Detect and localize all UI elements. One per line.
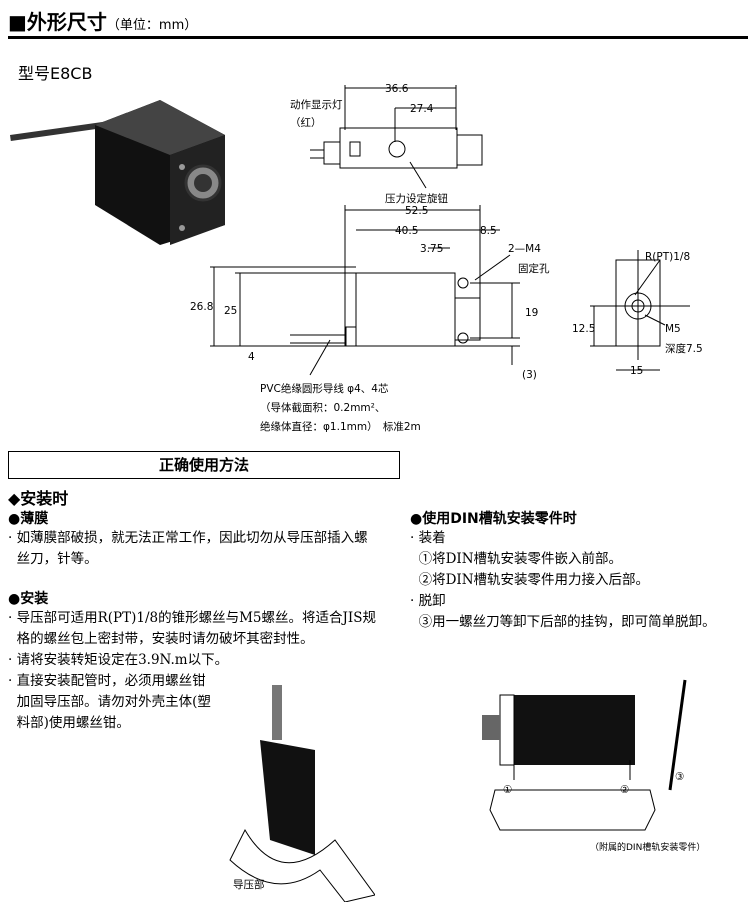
- dim-26-8: 26.8: [190, 301, 213, 313]
- dim-19: 19: [525, 307, 538, 319]
- cable-spec-1: PVC绝缘圆形导线 φ4、4芯: [260, 382, 388, 395]
- usage-heading-box: 正确使用方法: [8, 451, 400, 479]
- dim-12-5: 12.5: [572, 323, 595, 335]
- step-3-mark: ③: [675, 771, 684, 783]
- section-title: ■外形尺寸（单位：mm）: [8, 6, 197, 35]
- text-line: · 如薄膜部破损，就无法正常工作，因此切勿从导压部插入螺: [8, 530, 368, 546]
- step-2-mark: ②: [620, 784, 629, 796]
- install-heading: ◆安装时: [8, 489, 69, 508]
- text-line: · 导压部可适用R(PT)1/8的锥形螺丝与M5螺丝。将适合JIS规: [8, 610, 376, 626]
- mounting-text: · 导压部可适用R(PT)1/8的锥形螺丝与M5螺丝。将适合JIS规 格的螺丝包…: [8, 608, 403, 734]
- text-line: · 直接安装配管时，必须用螺丝钳: [8, 673, 206, 689]
- text-line: 格的螺丝包上密封带，安装时请勿破坏其密封性。: [8, 631, 314, 647]
- dim-25: 25: [224, 305, 237, 317]
- product-photo: [10, 100, 225, 245]
- dim-4: 4: [248, 351, 255, 363]
- port-label: R(PT)1/8: [645, 251, 690, 263]
- indicator-color: （红）: [290, 116, 322, 129]
- unit-text: （单位：mm）: [106, 18, 198, 33]
- din-rail-figure: ① ② ③ （附属的DIN槽轨安装零件）: [482, 679, 705, 853]
- text-line: · 装着: [410, 530, 446, 546]
- dim-40-5: 40.5: [395, 225, 418, 237]
- dim-8-5: 8.5: [480, 225, 497, 237]
- dimension-drawing: 动作显示灯 （红） 36.6 27.4 压力设定旋钮 52.5 40.5 8.5…: [190, 83, 703, 433]
- din-text: · 装着 ①将DIN槽轨安装零件嵌入前部。 ②将DIN槽轨安装零件用力接入后部。…: [410, 528, 750, 633]
- din-heading: ●使用DIN槽轨安装零件时: [410, 511, 577, 527]
- dim-27-4: 27.4: [410, 103, 434, 115]
- text-line: · 请将安装转矩设定在3.9N.m以下。: [8, 652, 229, 668]
- text-line: 加固导压部。请勿对外壳主体(塑: [8, 694, 211, 710]
- indicator-label: 动作显示灯: [290, 99, 343, 111]
- cable-spec-2: （导体截面积：0.2mm²、: [260, 401, 385, 414]
- text-line: 料部)使用螺丝钳。: [8, 715, 130, 731]
- hole-label-2: 固定孔: [518, 262, 550, 275]
- title-text: ■外形尺寸: [8, 10, 107, 34]
- text-line: · 脱卸: [410, 593, 446, 609]
- depth-label: 深度7.5: [665, 342, 703, 355]
- text-line: ②将DIN槽轨安装零件用力接入后部。: [410, 572, 650, 588]
- dim-36-6: 36.6: [385, 83, 409, 95]
- dim-3-75: 3.75: [420, 243, 443, 255]
- mounting-heading: ●安装: [8, 591, 49, 607]
- cable-spec-3: 绝缘体直径：φ1.1mm） 标准2m: [260, 420, 421, 433]
- m5-label: M5: [665, 323, 681, 335]
- text-line: 丝刀，针等。: [8, 551, 98, 567]
- din-section: ●使用DIN槽轨安装零件时 · 装着 ①将DIN槽轨安装零件嵌入前部。 ②将DI…: [410, 510, 750, 633]
- model-label: 型号E8CB: [18, 64, 93, 83]
- wrench-figure: 导压部: [229, 685, 375, 902]
- knob-label: 压力设定旋钮: [385, 192, 448, 205]
- install-section: ◆安装时 ●薄膜 · 如薄膜部破损，就无法正常工作，因此切勿从导压部插入螺 丝刀…: [8, 488, 403, 734]
- text-line: ①将DIN槽轨安装零件嵌入前部。: [410, 551, 623, 567]
- din-caption: （附属的DIN槽轨安装零件）: [590, 841, 705, 853]
- membrane-text: · 如薄膜部破损，就无法正常工作，因此切勿从导压部插入螺 丝刀，针等。: [8, 528, 403, 570]
- dim-15: 15: [630, 365, 643, 377]
- hole-label: 2—M4: [508, 243, 541, 255]
- dim-52-5: 52.5: [405, 205, 428, 217]
- dim-3: (3): [522, 369, 537, 381]
- membrane-heading: ●薄膜: [8, 511, 49, 527]
- text-line: ③用一螺丝刀等卸下后部的挂钩，即可简单脱卸。: [410, 614, 716, 630]
- step-1-mark: ①: [503, 784, 512, 796]
- pressure-port-label: 导压部: [233, 878, 265, 891]
- title-rule: [8, 36, 748, 39]
